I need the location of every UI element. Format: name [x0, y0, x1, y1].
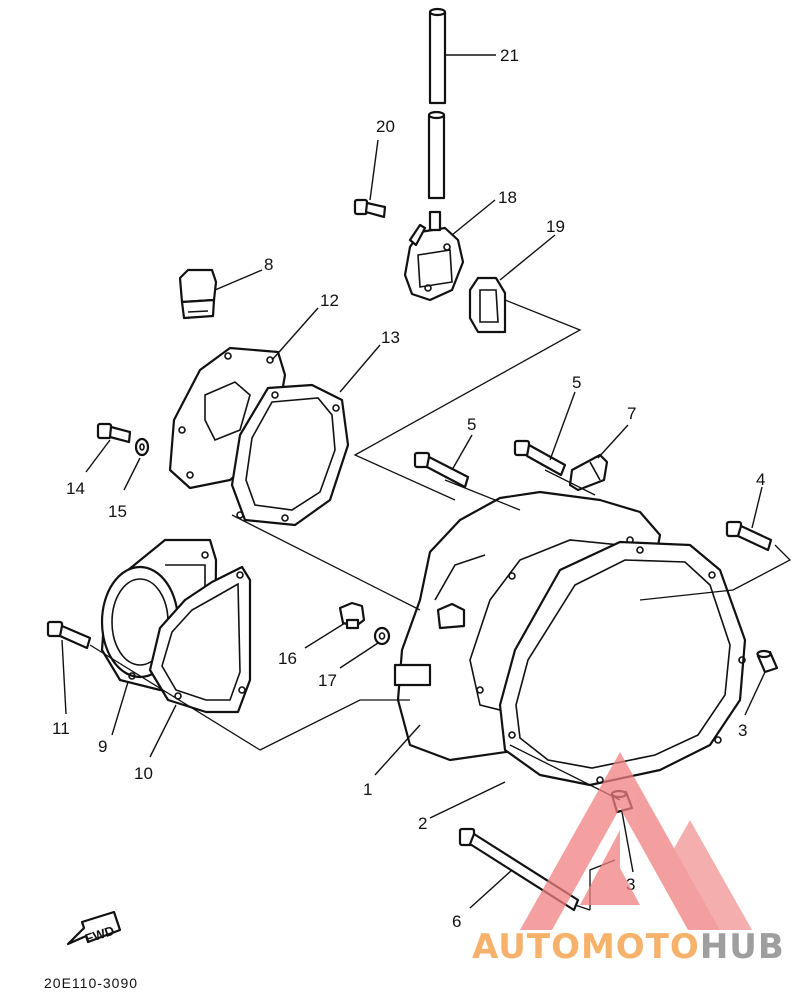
gasket-part-13	[230, 383, 350, 527]
bolt-part-11	[46, 620, 92, 650]
gasket-part-2	[498, 540, 747, 787]
watermark-text: AUTOMOTOHUB	[472, 927, 785, 967]
callout-9: 9	[98, 737, 107, 756]
triangle-logo-icon	[520, 752, 720, 930]
watermark-part1: AUTOMOTO	[472, 927, 700, 967]
callout-labels: 21 20 18 19 8 12 13 5 7 5 4 14 15 16 17 …	[52, 46, 765, 931]
watermark-logo	[520, 752, 752, 930]
leader-lines	[61, 54, 766, 909]
callout-3b: 3	[626, 875, 635, 894]
diagram-code: 20E110-3090	[44, 975, 138, 991]
water-pump-part-18	[403, 210, 465, 302]
washer-part-17	[373, 626, 391, 646]
gasket-part-10	[148, 565, 252, 714]
bolt-part-5a	[413, 451, 470, 489]
bolt-part-14	[96, 422, 132, 444]
callout-5b: 5	[467, 415, 476, 434]
bolt-part-4	[725, 520, 773, 552]
callout-4: 4	[756, 470, 765, 489]
callout-2: 2	[418, 814, 427, 833]
gasket-part-19	[468, 276, 507, 334]
forward-arrow-icon: FWD	[66, 910, 122, 946]
callout-20: 20	[376, 117, 395, 136]
filler-cap-part-8	[178, 268, 218, 320]
callout-12: 12	[320, 291, 339, 310]
callout-5a: 5	[572, 373, 581, 392]
bolt-part-20	[353, 198, 387, 219]
callout-11: 11	[52, 719, 70, 738]
bolt-part-5b	[513, 439, 567, 477]
watermark-part2: HUB	[700, 927, 785, 967]
callout-18: 18	[498, 188, 517, 207]
callout-21: 21	[500, 46, 519, 65]
callout-17: 17	[318, 671, 337, 690]
plug-part-16	[338, 601, 366, 630]
callout-13: 13	[381, 328, 400, 347]
callout-19: 19	[546, 217, 565, 236]
callout-6: 6	[452, 912, 461, 931]
dowel-pin-part-3a	[756, 649, 779, 674]
callout-8: 8	[264, 255, 273, 274]
callout-14: 14	[66, 479, 85, 498]
callout-10: 10	[134, 764, 153, 783]
callout-15: 15	[108, 502, 127, 521]
hose-part-21	[427, 7, 447, 200]
callout-7: 7	[627, 404, 636, 423]
washer-part-15	[134, 437, 150, 457]
assembly-lines	[89, 299, 792, 911]
callout-16: 16	[278, 649, 297, 668]
callout-1: 1	[363, 780, 372, 799]
callout-3a: 3	[738, 721, 747, 740]
